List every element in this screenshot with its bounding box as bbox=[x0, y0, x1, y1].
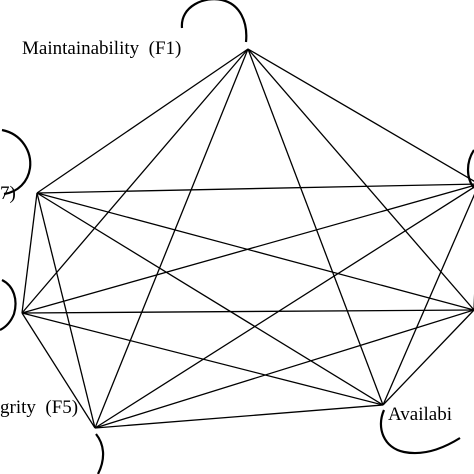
edge-f1-f7 bbox=[36, 48, 249, 194]
node-label-f7: 7) bbox=[0, 183, 16, 204]
edge-f3-f7 bbox=[36, 192, 474, 311]
edge-f4-f7 bbox=[36, 192, 384, 406]
edge-f2-f5 bbox=[94, 186, 474, 429]
node-label-group: Maintainability (F1) Availabi grity (F5)… bbox=[0, 38, 452, 425]
edge-f1-f4 bbox=[247, 48, 384, 406]
self-loop-f6 bbox=[0, 279, 17, 331]
edge-f2-f6 bbox=[21, 184, 474, 314]
edge-f4-f6 bbox=[21, 312, 384, 406]
edge-f4-f5 bbox=[94, 404, 384, 429]
node-label-maintainability: Maintainability (F1) bbox=[22, 38, 181, 59]
edge-f2-f4 bbox=[382, 193, 474, 406]
edge-f1-f5 bbox=[94, 48, 249, 429]
edge-f6-f7 bbox=[21, 192, 38, 314]
node-label-integrity: grity (F5) bbox=[0, 397, 78, 418]
edge-f5-f6 bbox=[21, 312, 96, 429]
self-loop-f5 bbox=[95, 433, 105, 474]
self-loop-f7 bbox=[1, 128, 32, 196]
edge-f3-f6 bbox=[21, 309, 474, 314]
edge-f1-f6 bbox=[21, 48, 249, 314]
node-label-availability: Availabi bbox=[388, 404, 452, 425]
self-loop-f1 bbox=[180, 0, 248, 43]
edge-f1-f3 bbox=[247, 48, 474, 311]
edge-f1-f2 bbox=[247, 48, 474, 182]
self-loop-f4 bbox=[379, 409, 461, 455]
edge-f3-f4 bbox=[382, 309, 474, 406]
edge-group bbox=[21, 48, 474, 429]
edge-f3-f5 bbox=[94, 309, 474, 429]
self-loop-f2 bbox=[466, 149, 474, 189]
edge-f2-f7 bbox=[36, 183, 474, 194]
edge-f5-f7 bbox=[36, 192, 96, 429]
